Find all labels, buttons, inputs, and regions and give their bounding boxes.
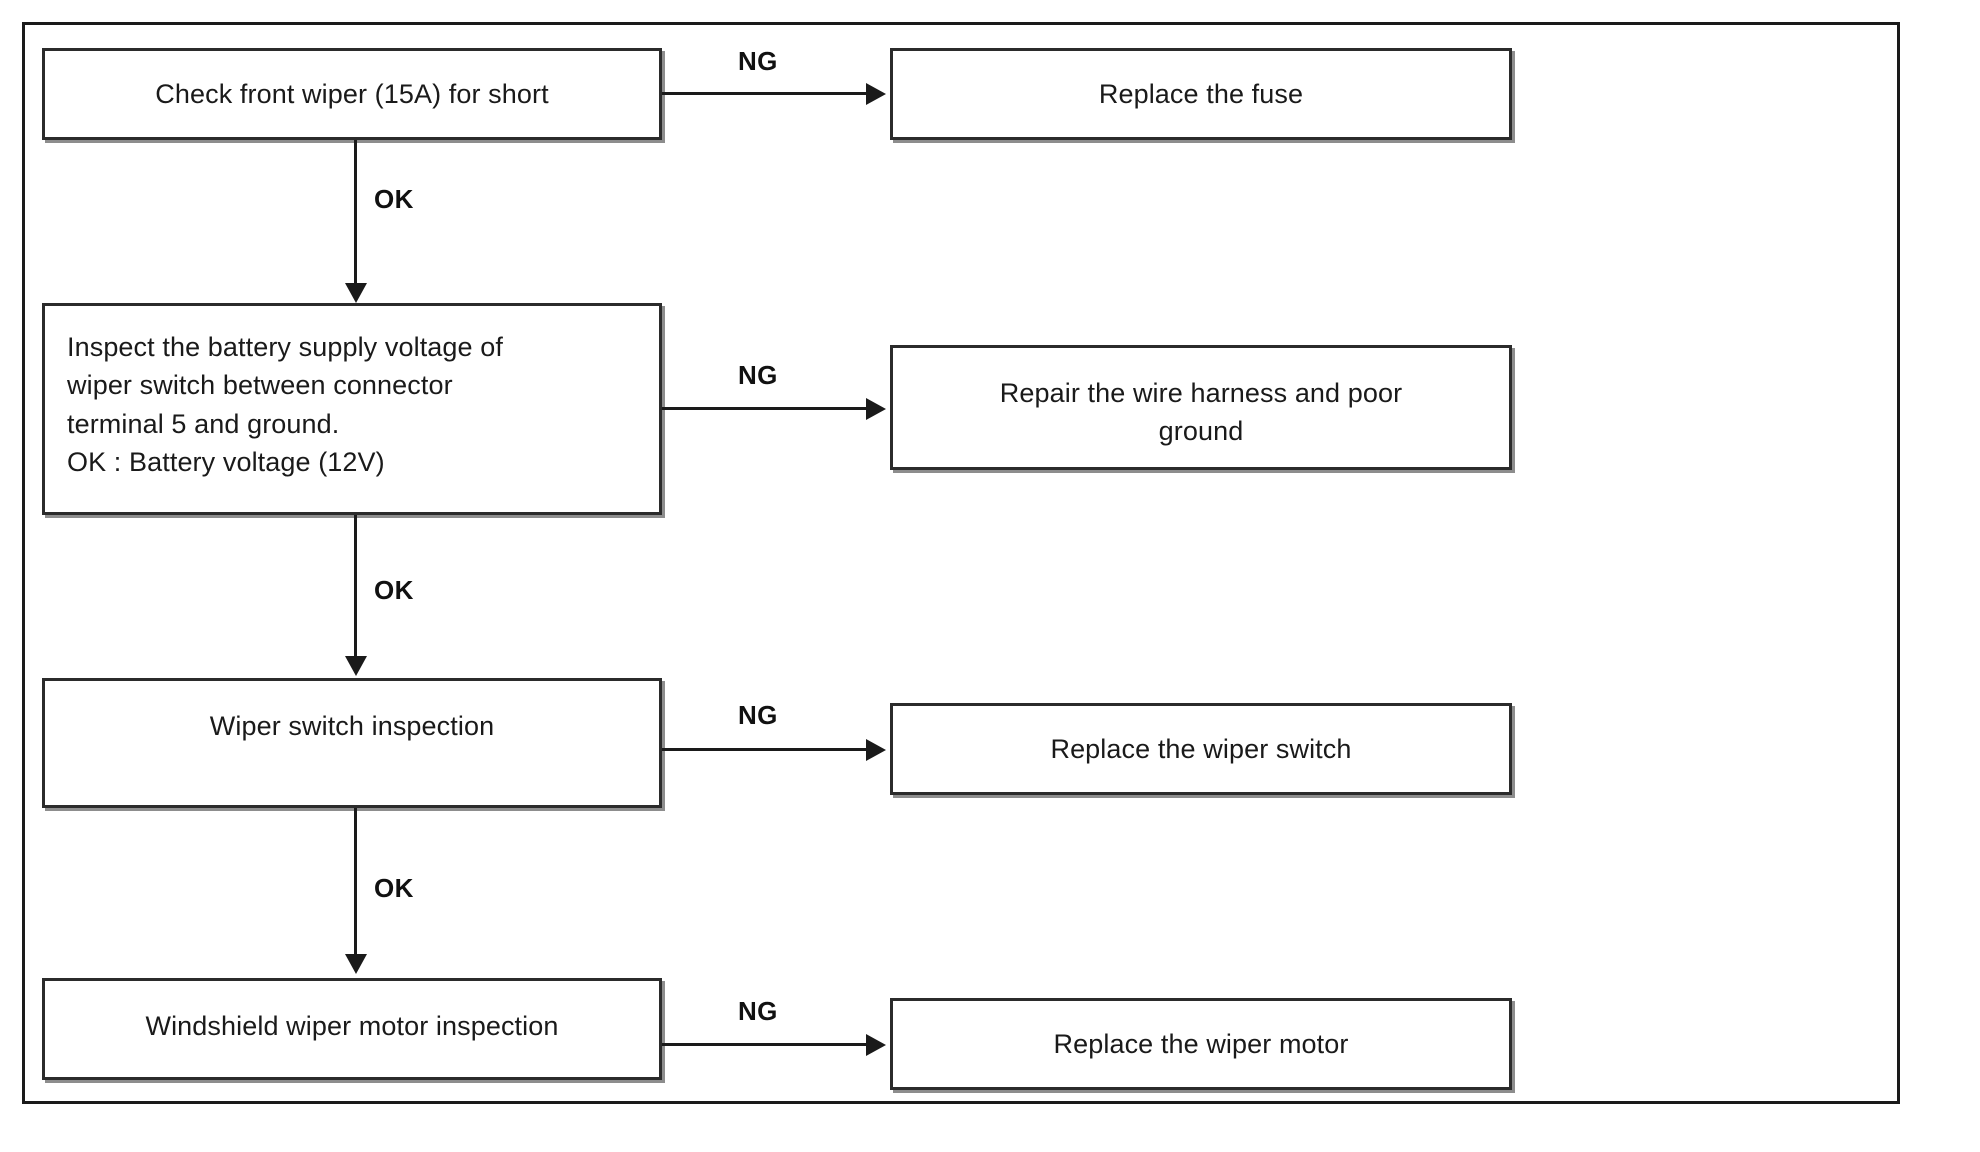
process-box-label: Windshield wiper motor inspection	[145, 1011, 559, 1041]
connector-step3-ng-line	[662, 748, 876, 751]
connector-step2-ng-line	[662, 407, 876, 410]
process-box-windshield-wiper-motor-inspection[interactable]: Windshield wiper motor inspection	[42, 978, 662, 1080]
edge-label-step2-ok: OK	[374, 575, 414, 605]
process-box-label: Inspect the battery supply voltage of wi…	[67, 332, 503, 477]
process-box-inspect-battery-supply-voltage[interactable]: Inspect the battery supply voltage of wi…	[42, 303, 662, 515]
result-box-replace-the-fuse[interactable]: Replace the fuse	[890, 48, 1512, 140]
result-box-label: Repair the wire harness and poor ground	[999, 378, 1403, 447]
connector-step2-ok-line	[354, 515, 357, 658]
process-box-label: Check front wiper (15A) for short	[155, 78, 549, 109]
process-box-wiper-switch-inspection[interactable]: Wiper switch inspection	[42, 678, 662, 808]
connector-step1-ng-line	[662, 92, 876, 95]
edge-label-step2-ng: NG	[738, 360, 778, 390]
connector-step2-ng-arrowhead	[866, 398, 886, 420]
edge-label-step3-ng: NG	[738, 700, 778, 730]
diagram-outer-frame	[22, 22, 1900, 1104]
connector-step1-ok-arrowhead	[345, 283, 367, 303]
edge-label-step4-ng: NG	[738, 996, 778, 1026]
connector-step4-ng-line	[662, 1043, 876, 1046]
connector-step4-ng-arrowhead	[866, 1034, 886, 1056]
edge-label-step1-ok: OK	[374, 184, 414, 214]
connector-step3-ng-arrowhead	[866, 739, 886, 761]
connector-step1-ng-arrowhead	[866, 83, 886, 105]
edge-label-step3-ok: OK	[374, 873, 414, 903]
connector-step2-ok-arrowhead	[345, 656, 367, 676]
connector-step3-ok-arrowhead	[345, 954, 367, 974]
result-box-label: Replace the wiper motor	[1053, 1028, 1349, 1059]
result-box-repair-wire-harness[interactable]: Repair the wire harness and poor ground	[890, 345, 1512, 470]
result-box-label: Replace the wiper switch	[1050, 733, 1352, 764]
connector-step3-ok-line	[354, 808, 357, 956]
edge-label-step1-ng: NG	[738, 46, 778, 76]
result-box-replace-wiper-motor[interactable]: Replace the wiper motor	[890, 998, 1512, 1090]
result-box-replace-wiper-switch[interactable]: Replace the wiper switch	[890, 703, 1512, 795]
process-box-label: Wiper switch inspection	[209, 711, 495, 741]
process-box-check-front-wiper[interactable]: Check front wiper (15A) for short	[42, 48, 662, 140]
result-box-label: Replace the fuse	[1098, 78, 1304, 109]
connector-step1-ok-line	[354, 140, 357, 285]
